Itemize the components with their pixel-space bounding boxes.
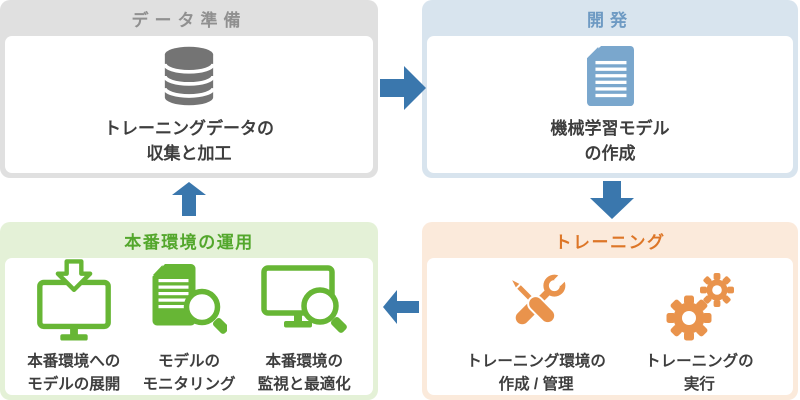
item-training-environment: トレーニング環境の 作成 / 管理: [466, 257, 606, 396]
tools-icon: [497, 257, 575, 343]
box-development: 開発: [422, 0, 798, 178]
label-line-2: モデルの展開: [27, 375, 121, 393]
box-production-operation: 本番環境の運用 本番環境への モデルの展開: [0, 222, 378, 400]
box-training: トレーニング: [422, 222, 798, 400]
item-label: トレーニングデータの 収集と加工: [104, 117, 274, 166]
box-title-training: トレーニング: [554, 232, 666, 252]
monitor-deploy-icon: [34, 257, 114, 343]
item-label: モデルの モニタリング: [142, 351, 235, 396]
box-title-data-preparation: データ準備: [131, 10, 247, 30]
item-label: 機械学習モデル の作成: [551, 117, 670, 166]
label-line-2: の作成: [584, 143, 636, 163]
label-line-1: 本番環境への: [27, 353, 121, 371]
label-line-2: モニタリング: [142, 375, 236, 393]
box-body-training: トレーニング環境の 作成 / 管理: [427, 258, 793, 395]
label-line-1: トレーニングデータの: [104, 118, 274, 138]
item-model-monitoring: モデルの モニタリング: [142, 257, 236, 396]
database-icon: [163, 43, 215, 107]
box-body-production-operation: 本番環境への モデルの展開: [5, 258, 373, 395]
item-label: 本番環境への モデルの展開: [27, 351, 120, 396]
box-title-production-operation: 本番環境の運用: [124, 232, 254, 252]
flow-arrow-up-icon: [172, 182, 206, 221]
monitor-search-icon: [261, 257, 348, 343]
item-label: 本番環境の 監視と最適化: [258, 351, 351, 396]
flow-arrow-right-icon: [380, 66, 426, 115]
gears-icon: [662, 257, 736, 343]
label-line-1: トレーニング環境の: [466, 353, 606, 371]
label-line-1: 本番環境の: [265, 353, 343, 371]
label-line-1: モデルの: [157, 353, 220, 371]
label-line-2: 収集と加工: [146, 143, 232, 163]
box-data-preparation: データ準備 トレーニングデータの 収集と加工: [0, 0, 378, 178]
item-training-run: トレーニングの 実行: [645, 257, 754, 396]
box-body-development: 機械学習モデル の作成: [427, 36, 793, 173]
item-model-creation: 機械学習モデル の作成: [551, 43, 670, 166]
flow-arrow-down-icon: [590, 181, 634, 224]
label-line-2: 作成 / 管理: [498, 375, 574, 393]
item-label: トレーニング環境の 作成 / 管理: [466, 351, 606, 396]
item-label: トレーニングの 実行: [645, 351, 754, 396]
item-model-deploy: 本番環境への モデルの展開: [27, 257, 120, 396]
box-title-development: 開発: [587, 10, 633, 30]
flow-arrow-left-icon: [383, 290, 419, 329]
item-production-optimize: 本番環境の 監視と最適化: [258, 257, 351, 396]
document-icon: [586, 43, 635, 107]
label-line-1: トレーニングの: [645, 353, 754, 371]
label-line-1: 機械学習モデル: [550, 118, 670, 138]
item-data-collection: トレーニングデータの 収集と加工: [104, 43, 274, 166]
label-line-2: 監視と最適化: [257, 375, 351, 393]
document-search-icon: [151, 257, 227, 343]
box-body-data-preparation: トレーニングデータの 収集と加工: [5, 36, 373, 173]
label-line-2: 実行: [683, 375, 715, 393]
